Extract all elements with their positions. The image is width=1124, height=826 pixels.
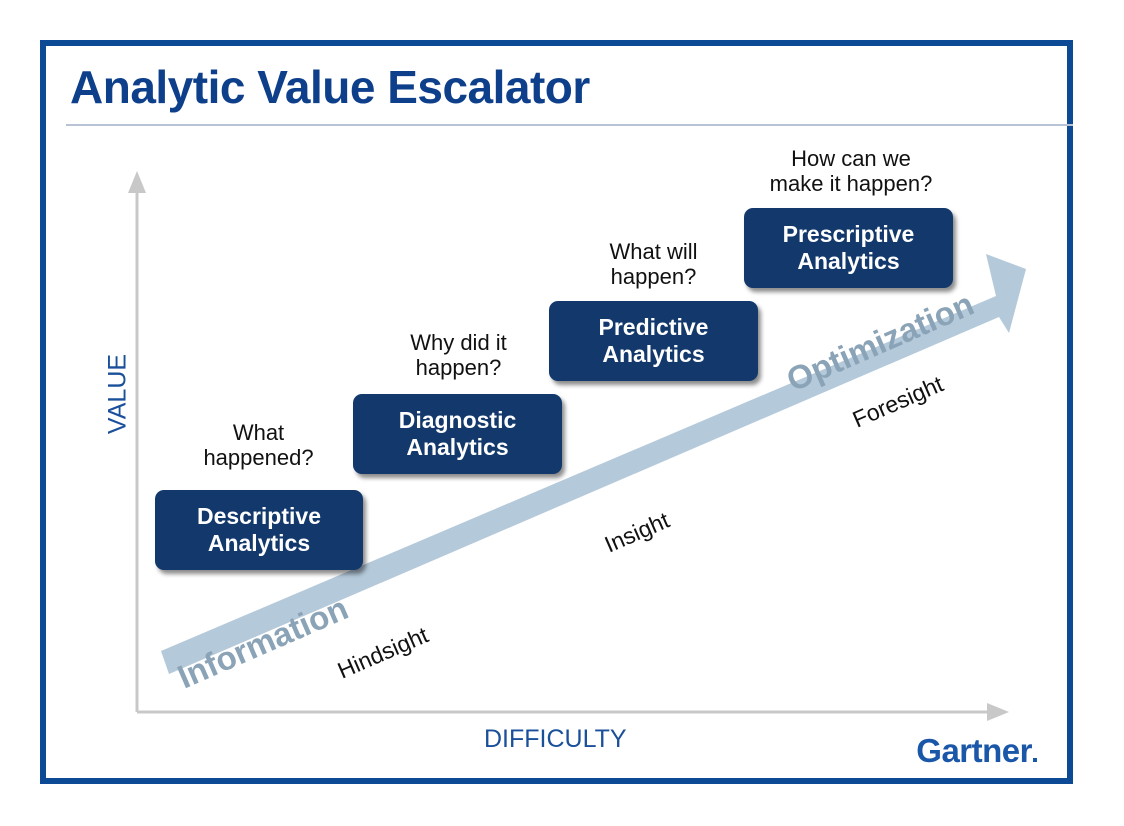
slide-frame: Analytic Value Escalator Information Opt… — [40, 40, 1073, 784]
gartner-logo: Gartner — [916, 732, 1037, 770]
y-axis-label: VALUE — [103, 353, 132, 435]
title-divider — [66, 124, 1073, 126]
insight-label: Insight — [601, 506, 674, 557]
x-axis-arrowhead — [987, 703, 1009, 721]
diagnostic-analytics-box: Diagnostic Analytics — [353, 394, 562, 474]
box-line: Analytics — [406, 434, 509, 460]
logo-dot — [1033, 758, 1037, 762]
box-line: Analytics — [602, 341, 705, 367]
slide-title: Analytic Value Escalator — [70, 61, 590, 113]
arrow-end-label: Optimization — [781, 285, 979, 399]
logo-text: Gartner — [916, 732, 1032, 769]
box-line: Prescriptive — [782, 221, 915, 247]
diagram-graphics: Information Optimization Hindsight Insig… — [128, 171, 1026, 721]
descriptive-analytics-box: Descriptive Analytics — [155, 490, 363, 570]
question-line: happen? — [415, 355, 502, 380]
box-line: Diagnostic — [398, 407, 517, 433]
question-descriptive: What happened? — [176, 420, 341, 470]
foresight-label: Foresight — [849, 370, 948, 432]
hindsight-label: Hindsight — [334, 621, 433, 683]
box-line: Analytics — [797, 248, 900, 274]
question-diagnostic: Why did it happen? — [376, 330, 541, 380]
prescriptive-analytics-box: Prescriptive Analytics — [744, 208, 953, 288]
box-line: Descriptive — [196, 503, 321, 529]
question-predictive: What will happen? — [571, 239, 736, 289]
box-line: Analytics — [207, 530, 311, 556]
box-line: Predictive — [598, 314, 709, 340]
question-line: happened? — [203, 445, 314, 470]
y-axis-arrowhead — [128, 171, 146, 193]
question-line: Why did it — [410, 330, 507, 355]
escalator-arrow — [161, 254, 1026, 674]
x-axis-label: DIFFICULTY — [484, 725, 627, 753]
question-line: What — [232, 420, 285, 445]
question-line: make it happen? — [769, 171, 933, 196]
question-line: How can we — [791, 146, 911, 171]
predictive-analytics-box: Predictive Analytics — [549, 301, 758, 381]
question-prescriptive: How can we make it happen? — [746, 146, 956, 196]
question-line: happen? — [610, 264, 697, 289]
question-line: What will — [609, 239, 698, 264]
